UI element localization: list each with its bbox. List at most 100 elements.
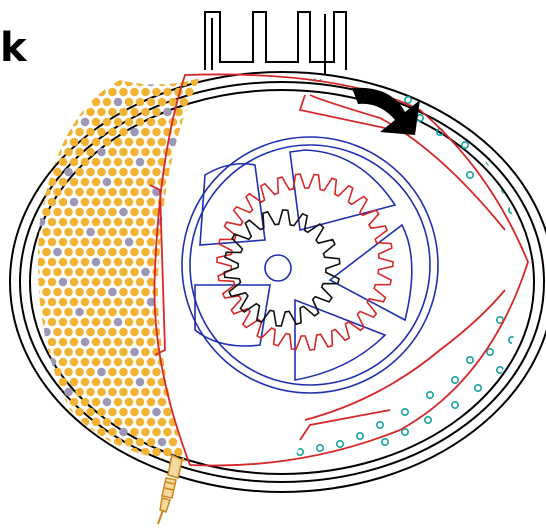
mixture-particle xyxy=(185,368,194,377)
mixture-particle xyxy=(125,438,134,447)
mixture-particle xyxy=(70,398,79,407)
mixture-particle xyxy=(48,98,57,107)
mixture-particle xyxy=(180,338,189,347)
mixture-particle xyxy=(97,328,106,337)
mixture-particle xyxy=(64,388,73,397)
mixture-particle xyxy=(136,398,145,407)
mixture-particle xyxy=(64,148,73,157)
mixture-particle xyxy=(141,248,150,257)
mixture-particle xyxy=(158,438,167,447)
mixture-particle xyxy=(152,428,161,437)
mixture-particle xyxy=(196,108,205,117)
mixture-particle xyxy=(48,298,57,307)
exhaust-particle xyxy=(402,429,408,435)
mixture-particle xyxy=(70,118,79,127)
mixture-particle xyxy=(70,458,79,467)
mixture-particle xyxy=(48,238,57,247)
mixture-particle xyxy=(97,348,106,357)
mixture-particle xyxy=(108,428,117,437)
mixture-particle xyxy=(86,108,95,117)
mixture-particle xyxy=(103,338,112,347)
mixture-particle xyxy=(141,268,150,277)
exhaust-particle xyxy=(467,172,473,178)
mixture-particle xyxy=(158,398,167,407)
mixture-particle xyxy=(48,138,57,147)
mixture-particle xyxy=(180,178,189,187)
mixture-particle xyxy=(147,78,156,87)
mixture-particle xyxy=(92,118,101,127)
mixture-particle xyxy=(163,408,172,417)
mixture-particle xyxy=(152,308,161,317)
mixture-particle xyxy=(174,328,183,337)
exhaust-particle xyxy=(452,377,458,383)
mixture-particle xyxy=(81,198,90,207)
mixture-particle xyxy=(125,318,134,327)
mixture-particle xyxy=(141,168,150,177)
mixture-particle xyxy=(130,448,139,457)
mixture-particle xyxy=(48,178,57,187)
mixture-particle xyxy=(86,268,95,277)
mixture-particle xyxy=(169,378,178,387)
mixture-particle xyxy=(119,128,128,137)
mixture-particle xyxy=(37,238,46,247)
mixture-particle xyxy=(53,348,62,357)
mixture-particle xyxy=(48,338,57,347)
mixture-particle xyxy=(174,288,183,297)
mixture-particle xyxy=(191,78,200,87)
mixture-particle xyxy=(97,128,106,137)
mixture-particle xyxy=(59,298,68,307)
mixture-particle xyxy=(114,238,123,247)
exhaust-particle xyxy=(377,422,383,428)
mixture-particle xyxy=(59,378,68,387)
mixture-particle xyxy=(81,438,90,447)
mixture-particle xyxy=(103,138,112,147)
mixture-particle xyxy=(152,88,161,97)
mixture-particle xyxy=(92,338,101,347)
mixture-particle xyxy=(130,268,139,277)
mixture-particle xyxy=(75,88,84,97)
mixture-particle xyxy=(196,428,205,437)
mixture-particle xyxy=(92,138,101,147)
mixture-particle xyxy=(64,288,73,297)
mixture-particle xyxy=(125,178,134,187)
mixture-particle xyxy=(59,238,68,247)
exhaust-particle xyxy=(297,449,303,455)
mixture-particle xyxy=(136,318,145,327)
mixture-particle xyxy=(103,98,112,107)
mixture-particle xyxy=(169,358,178,367)
mixture-particle xyxy=(141,188,150,197)
mixture-particle xyxy=(163,228,172,237)
mixture-particle xyxy=(70,158,79,167)
mixture-particle xyxy=(48,198,57,207)
mixture-particle xyxy=(125,238,134,247)
mixture-particle xyxy=(185,168,194,177)
mixture-particle xyxy=(26,78,35,87)
mixture-particle xyxy=(130,108,139,117)
mixture-particle xyxy=(130,288,139,297)
mixture-particle xyxy=(114,458,123,467)
exhaust-particle xyxy=(475,385,481,391)
mixture-particle xyxy=(70,78,79,87)
mixture-particle xyxy=(92,458,101,467)
mixture-particle xyxy=(147,418,156,427)
mixture-particle xyxy=(141,348,150,357)
mixture-particle xyxy=(53,408,62,417)
mixture-particle xyxy=(119,388,128,397)
mixture-particle xyxy=(42,108,51,117)
mixture-particle xyxy=(37,438,46,447)
mixture-particle xyxy=(191,398,200,407)
mixture-particle xyxy=(108,108,117,117)
mixture-particle xyxy=(158,78,167,87)
mixture-particle xyxy=(86,188,95,197)
mixture-particle xyxy=(119,308,128,317)
mixture-particle xyxy=(147,378,156,387)
mixture-particle xyxy=(147,138,156,147)
mixture-particle xyxy=(163,288,172,297)
mixture-particle xyxy=(196,268,205,277)
mixture-particle xyxy=(75,268,84,277)
mixture-particle xyxy=(97,368,106,377)
mixture-particle xyxy=(114,78,123,87)
mixture-particle xyxy=(141,388,150,397)
mixture-particle xyxy=(180,98,189,107)
mixture-particle xyxy=(75,248,84,257)
